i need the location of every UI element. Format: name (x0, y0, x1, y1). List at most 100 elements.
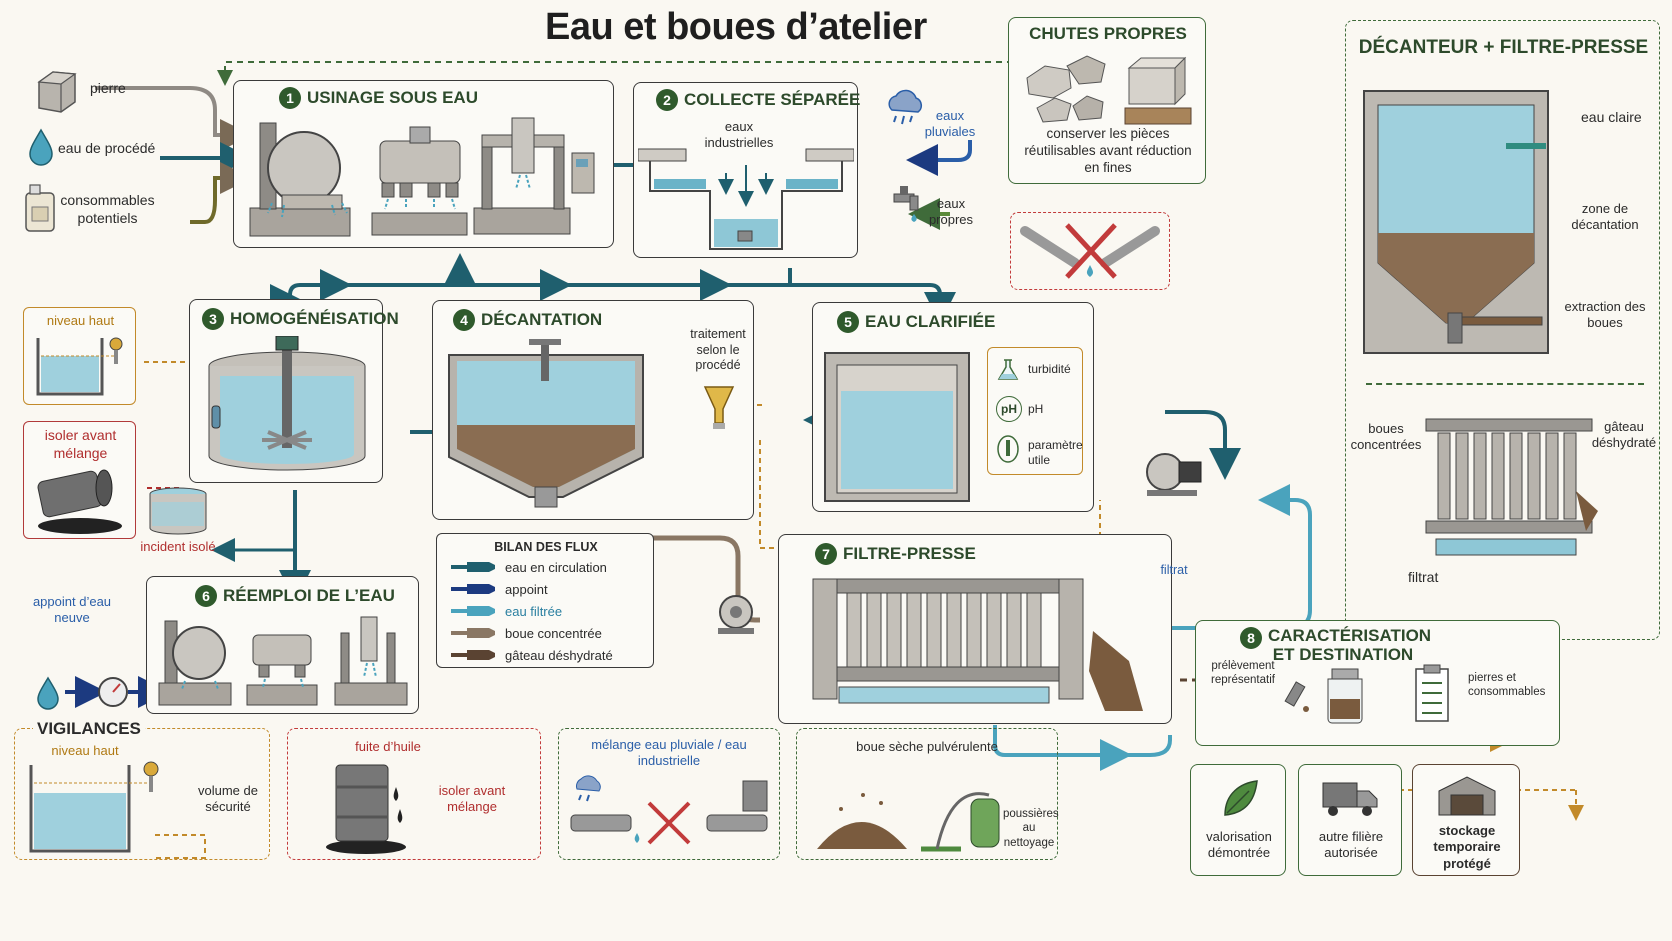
vigilance-level-box: VIGILANCES niveau haut volume de sécurit… (14, 719, 270, 860)
vigilance-oil-box: fuite d’huile isoler avant mélange (287, 728, 541, 860)
legend-item-cake: gâteau déshydraté (449, 644, 613, 666)
step-4-number: 4 (453, 309, 475, 331)
input-water-label: eau de procédé (58, 140, 156, 156)
vigilance-isolate-label: isoler avant mélange (438, 783, 506, 815)
legend-item-sludge: boue concentrée (449, 622, 613, 644)
faucet-icon (893, 186, 919, 222)
sludge-extraction-label: extraction des boues (1564, 299, 1646, 331)
legend-arrow-appoint-icon (451, 584, 495, 594)
makeup-water-label: appoint d’eau neuve (32, 594, 112, 626)
high-level-tank-icon (36, 337, 123, 396)
decanter-tank-illustration (1363, 90, 1549, 354)
clean-scraps-title: CHUTES PROPRES (1029, 24, 1187, 43)
machining-illustration (249, 117, 595, 237)
isolation-tank-icon (149, 487, 207, 535)
isolate-label: isoler avant mélange (44, 427, 117, 461)
oil-barrel-leak-icon (326, 764, 406, 854)
destination-storage-label: stockage temporaire protégé (1433, 823, 1501, 871)
step-7-title-text: FILTRE-PRESSE (843, 544, 976, 563)
legend-label-circulation: eau en circulation (505, 559, 607, 575)
stone-block-icon (37, 71, 77, 113)
destination-other: autre filière autorisée (1298, 764, 1402, 876)
step-2-title-text: COLLECTE SÉPARÉE (684, 90, 861, 109)
step-6-box: 6 RÉEMPLOI DE L’EAU (146, 576, 419, 714)
filter-press-illustration (812, 578, 1143, 711)
high-level-label: niveau haut (46, 313, 115, 328)
storage-shed-icon (1438, 776, 1496, 816)
step-5-number: 5 (837, 311, 859, 333)
legend-arrow-sludge-icon (451, 628, 495, 638)
clear-water-label: eau claire (1581, 109, 1642, 125)
flow-legend: BILAN DES FLUX eau en circulation appoin… (436, 533, 654, 668)
step-1-number: 1 (279, 87, 301, 109)
step-8-title: 8 CARACTÉRISATION ET DESTINATION (1240, 626, 1432, 664)
legend-item-appoint: appoint (449, 578, 613, 600)
sludge-pump-icon (718, 595, 754, 634)
step-2-title: 2 COLLECTE SÉPARÉE (656, 89, 860, 111)
legend-label-appoint: appoint (505, 581, 548, 597)
step-2-number: 2 (656, 89, 678, 111)
rain-cloud-icon (888, 89, 922, 125)
rain-water-label: eaux pluviales (924, 108, 976, 140)
mix-pipes-icon (570, 775, 768, 845)
step-8-number: 8 (1240, 627, 1262, 649)
stones-consumables-label: pierres et consommables (1468, 672, 1546, 699)
ph-label: pH (1028, 402, 1044, 416)
isolate-box: isoler avant mélange (23, 421, 136, 539)
step-6-title: 6 RÉEMPLOI DE L’EAU (195, 585, 395, 607)
settling-zone-label: zone de décantation (1571, 201, 1639, 233)
step-3-title: 3 HOMOGÉNÉISATION (202, 308, 399, 330)
sample-label: prélèvement représentatif (1211, 660, 1275, 687)
dry-sludge-vacuum-icon (817, 792, 1000, 852)
step-8-box: 8 CARACTÉRISATION ET DESTINATION prélève… (1195, 620, 1560, 746)
destination-valorisation: valorisation démontrée (1190, 764, 1286, 876)
step-7-number: 7 (815, 543, 837, 565)
settling-tank-illustration (448, 339, 644, 508)
high-level-box: niveau haut (23, 307, 136, 405)
dust-cleaning-label: poussières au nettoyage (1003, 808, 1059, 849)
industrial-water-label: eaux industrielles (704, 119, 774, 151)
step-3-number: 3 (202, 308, 224, 330)
clarified-water-pump-icon (1146, 453, 1202, 496)
step-5-box: 5 EAU CLARIFIÉE turbidité pH pH paramètr… (812, 302, 1094, 512)
clarified-water-tank-illustration (824, 352, 970, 502)
decanter-filtrat-label: filtrat (1408, 569, 1439, 585)
legend-arrow-cake-icon (451, 650, 495, 660)
step-1-box: 1 USINAGE SOUS EAU (233, 80, 614, 248)
step-4-title: 4 DÉCANTATION (453, 309, 602, 331)
legend-item-filtered: eau filtrée (449, 600, 613, 622)
legend-item-circulation: eau en circulation (449, 556, 613, 578)
step-8-title-text: CARACTÉRISATION ET DESTINATION (1268, 626, 1432, 664)
checklist-icon (1415, 664, 1449, 722)
isolated-incident-label: incident isolé (140, 539, 216, 554)
mix-warning-label: mélange eau pluviale / eau industrielle (591, 737, 747, 769)
legend-label-sludge: boue concentrée (505, 625, 602, 641)
step-6-number: 6 (195, 585, 217, 607)
concentrated-sludge-label: boues concentrées (1350, 421, 1422, 453)
vigilance-title: VIGILANCES (33, 719, 145, 739)
step-2-box: 2 COLLECTE SÉPARÉE eaux industrielles (633, 82, 860, 258)
input-stone-label: pierre (90, 80, 126, 96)
step-7-title: 7 FILTRE-PRESSE (815, 543, 976, 565)
step-5-title-text: EAU CLARIFIÉE (865, 312, 996, 331)
dosing-funnel-icon (703, 386, 735, 429)
clean-scraps-text: conserver les pièces réutilisables avant… (1024, 126, 1192, 175)
step-1-title-text: USINAGE SOUS EAU (307, 88, 478, 107)
oil-barrel-icon (37, 469, 122, 534)
step-6-title-text: RÉEMPLOI DE L’EAU (223, 586, 395, 605)
sample-jar-icon (1327, 668, 1363, 724)
vigilance-mix-box: mélange eau pluviale / eau industrielle (558, 728, 780, 860)
vigilance-high-level-label: niveau haut (51, 743, 119, 758)
legend-arrow-filtered-icon (451, 606, 495, 616)
destination-other-label: autre filière autorisée (1318, 829, 1384, 861)
turbidity-label: turbidité (1028, 362, 1071, 376)
legend-label-filtered: eau filtrée (505, 603, 563, 619)
page-title: Eau et boues d’atelier (545, 6, 927, 48)
panel-divider (1366, 383, 1644, 385)
reuse-machines-illustration (158, 616, 408, 706)
oil-leak-label: fuite d’huile (355, 739, 421, 754)
input-consumables-label: consommables potentiels (60, 192, 155, 226)
leaf-icon (1224, 780, 1258, 816)
step-7-box: 7 FILTRE-PRESSE filtrat (778, 534, 1188, 724)
flask-icon (997, 359, 1019, 380)
